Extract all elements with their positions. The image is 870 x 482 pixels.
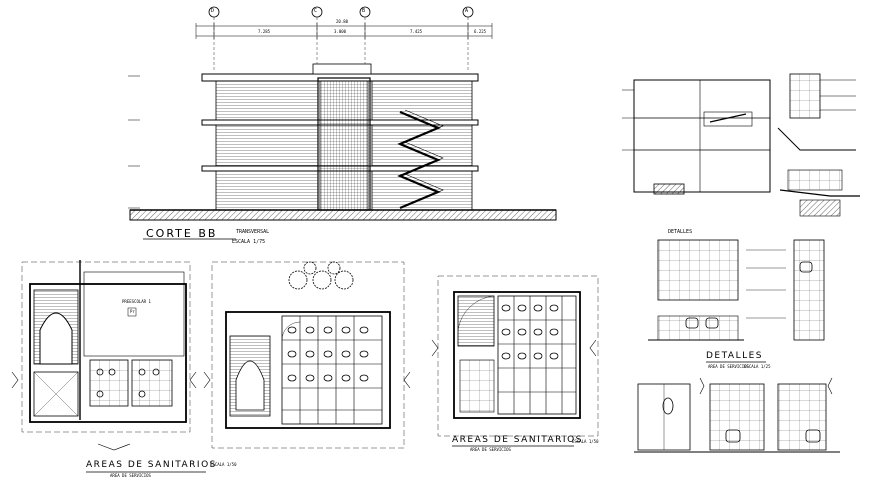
detail-top-title: DETALLES (668, 229, 693, 235)
plan-left-note: AREA DE SERVICIOS (110, 473, 151, 478)
plan-right-title: AREAS DE SANITARIOS (452, 435, 583, 445)
section-elevation (128, 6, 557, 240)
section-title: CORTE BB (146, 227, 218, 240)
plan-center (203, 261, 411, 449)
dim-1: 7.285 (258, 29, 271, 34)
detail-bottom-subtitle: AREA DE SERVICIOS (708, 364, 749, 369)
axis-label-b: B (362, 8, 366, 14)
plan-left-title: AREAS DE SANITARIOS (86, 460, 217, 470)
plan-left (11, 260, 206, 473)
axis-markers (208, 6, 474, 70)
axis-label-d: D (211, 8, 215, 14)
detail-bottom (634, 377, 840, 453)
detail-middle (648, 239, 825, 363)
section-subtitle: TRANSVERSAL (236, 229, 270, 235)
plan-left-scale: ESCALA 1/50 (210, 462, 237, 467)
axis-label-a: A (465, 8, 469, 14)
detail-bottom-scale: ESCALA 1/25 (744, 364, 771, 369)
section-scale: ESCALA 1/75 (232, 239, 266, 245)
dim-3: 7.425 (410, 29, 423, 34)
plan-right-note: AREA DE SERVICIOS (470, 447, 511, 452)
plan-right-scale: ESCALA 1/50 (572, 439, 599, 444)
dim-total: 20.80 (336, 19, 349, 24)
dim-2: 3.000 (334, 29, 347, 34)
detail-bottom-title: DETALLES (706, 351, 763, 361)
plan-right (431, 275, 599, 447)
dim-4: 6.225 (474, 29, 487, 34)
room-code: Pr (130, 309, 135, 314)
detail-top (622, 73, 860, 217)
axis-label-c: C (314, 8, 318, 14)
room-label: PREESCOLAR 1 (122, 299, 151, 304)
